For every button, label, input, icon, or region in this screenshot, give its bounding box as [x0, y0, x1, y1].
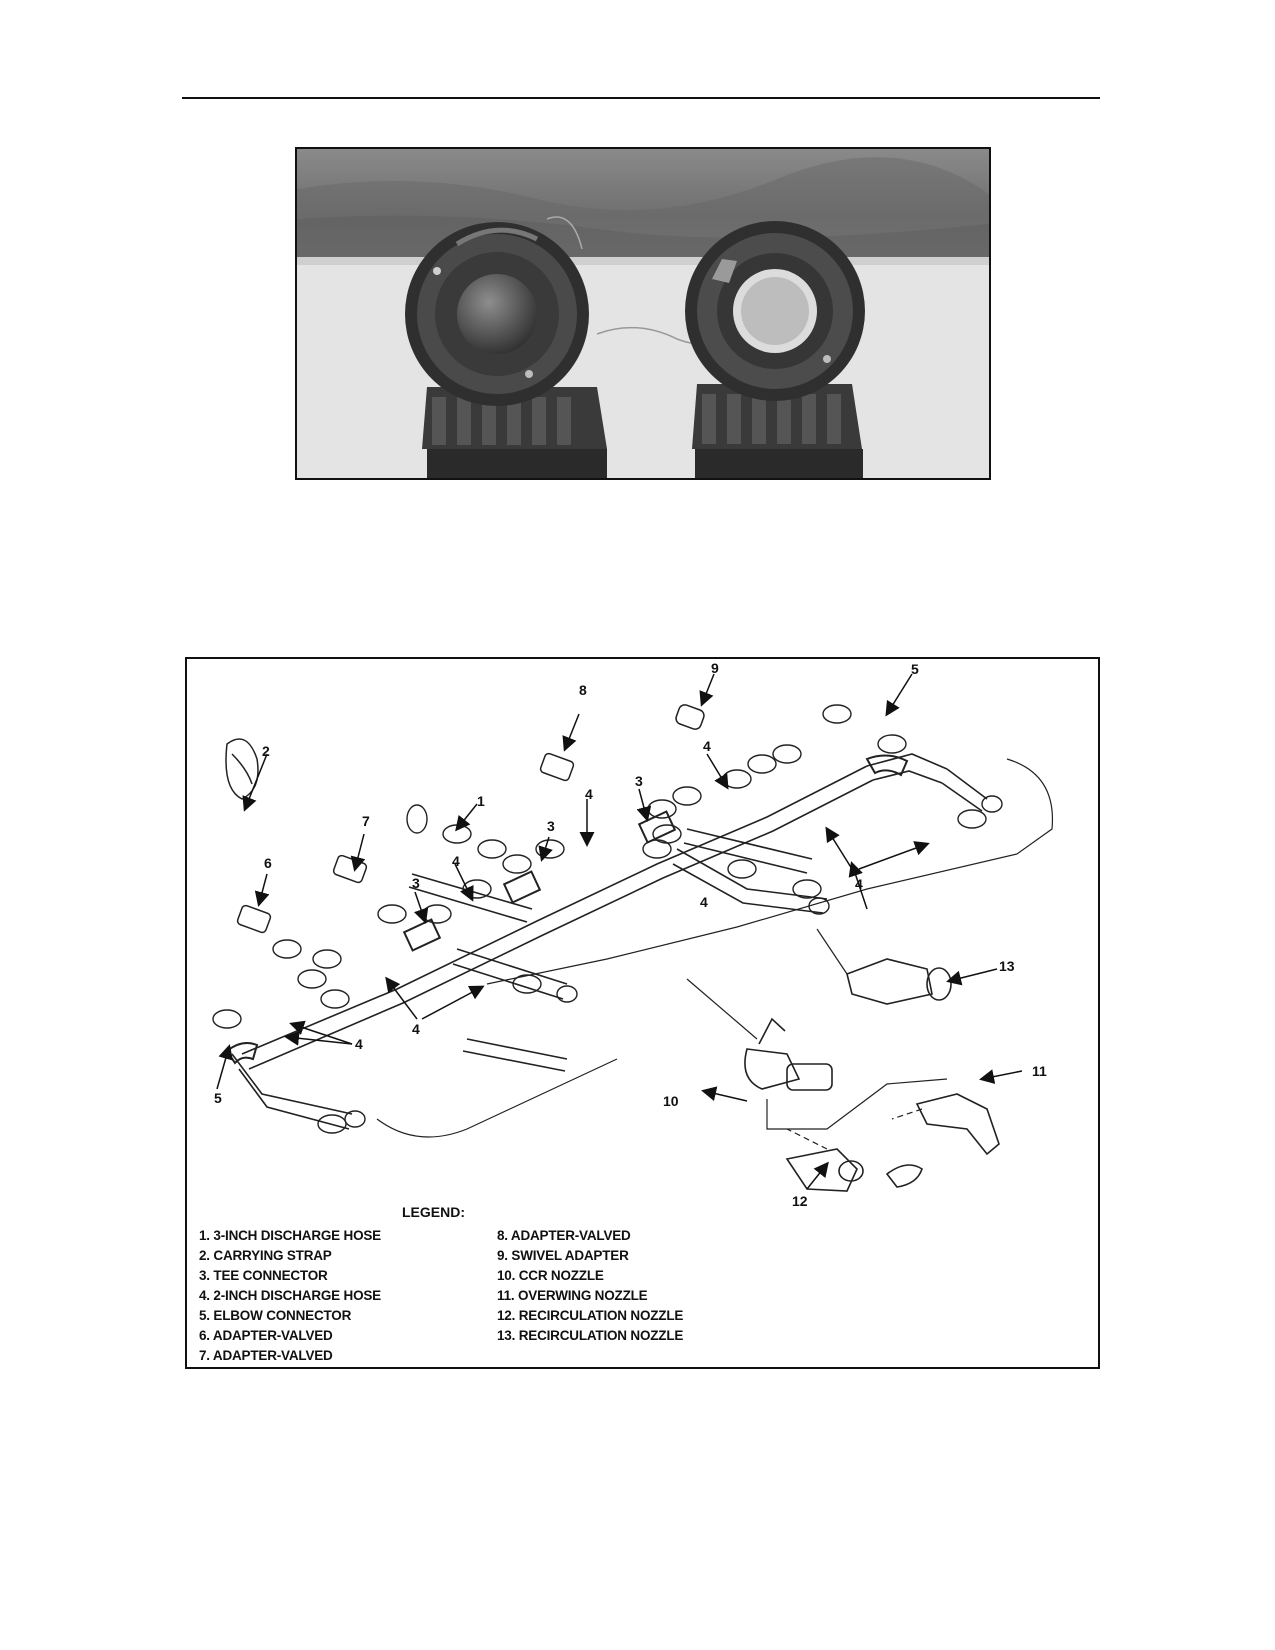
callout-4-upper: 4 [585, 786, 593, 802]
branch-hoses [231, 768, 988, 1130]
legend-item: 13. RECIRCULATION NOZZLE [497, 1328, 684, 1343]
legend-item: 12. RECIRCULATION NOZZLE [497, 1308, 684, 1323]
callout-8: 8 [579, 682, 587, 698]
legend-item: 9. SWIVEL ADAPTER [497, 1248, 629, 1263]
coupling-photo [295, 147, 991, 480]
grass-background [297, 149, 989, 261]
legend-left-column: 1. 3-INCH DISCHARGE HOSE 2. CARRYING STR… [199, 1226, 381, 1366]
legend-item: 11. OVERWING NOZZLE [497, 1288, 648, 1303]
callout-5-bottom: 5 [214, 1090, 222, 1106]
legend-title: LEGEND: [402, 1204, 465, 1220]
legend-item: 5. ELBOW CONNECTOR [199, 1308, 352, 1323]
callout-2: 2 [262, 743, 270, 759]
legend-item: 7. ADAPTER-VALVED [199, 1348, 333, 1363]
coupling-fittings [212, 704, 1003, 1134]
legend-item: 4. 2-INCH DISCHARGE HOSE [199, 1288, 381, 1303]
callout-7: 7 [362, 813, 370, 829]
lanyard-lines [376, 758, 1054, 1150]
nozzles [744, 958, 1000, 1192]
legend-item: 3. TEE CONNECTOR [199, 1268, 328, 1283]
elbow-connectors [225, 754, 909, 1065]
callout-1: 1 [477, 793, 485, 809]
callout-4-center: 4 [452, 853, 460, 869]
legend-right-column: 8. ADAPTER-VALVED 9. SWIVEL ADAPTER 10. … [497, 1226, 683, 1346]
callout-3-right: 3 [635, 773, 643, 789]
header-rule [182, 97, 1100, 99]
right-coupling [685, 221, 865, 478]
callout-4-left: 4 [355, 1036, 363, 1052]
legend-item: 10. CCR NOZZLE [497, 1268, 604, 1283]
legend-item: 6. ADAPTER-VALVED [199, 1328, 333, 1343]
callout-4-right: 4 [855, 876, 863, 892]
callout-arrows [216, 673, 1023, 1190]
legend-item: 8. ADAPTER-VALVED [497, 1228, 631, 1243]
legend-item: 2. CARRYING STRAP [199, 1248, 332, 1263]
callout-6: 6 [264, 855, 272, 871]
callout-11: 11 [1032, 1063, 1047, 1079]
main-hose-run [241, 753, 948, 1070]
callout-13: 13 [999, 958, 1015, 974]
left-coupling [405, 216, 607, 478]
tee-connectors [402, 810, 677, 952]
callout-9: 9 [711, 660, 719, 676]
callout-12: 12 [792, 1193, 808, 1209]
callout-4-top: 4 [703, 738, 711, 754]
legend-item: 1. 3-INCH DISCHARGE HOSE [199, 1228, 381, 1243]
callout-3-left: 3 [412, 875, 420, 891]
hose-assembly-diagram: 2 6 7 8 9 5 1 3 4 3 4 3 4 4 4 4 4 5 10 1… [185, 657, 1100, 1369]
callout-10: 10 [663, 1093, 679, 1109]
table-surface [297, 257, 989, 478]
callout-4-lower: 4 [412, 1021, 420, 1037]
callout-4-branch: 4 [700, 894, 708, 910]
callout-5-top: 5 [911, 661, 919, 677]
callout-3-middle: 3 [547, 818, 555, 834]
